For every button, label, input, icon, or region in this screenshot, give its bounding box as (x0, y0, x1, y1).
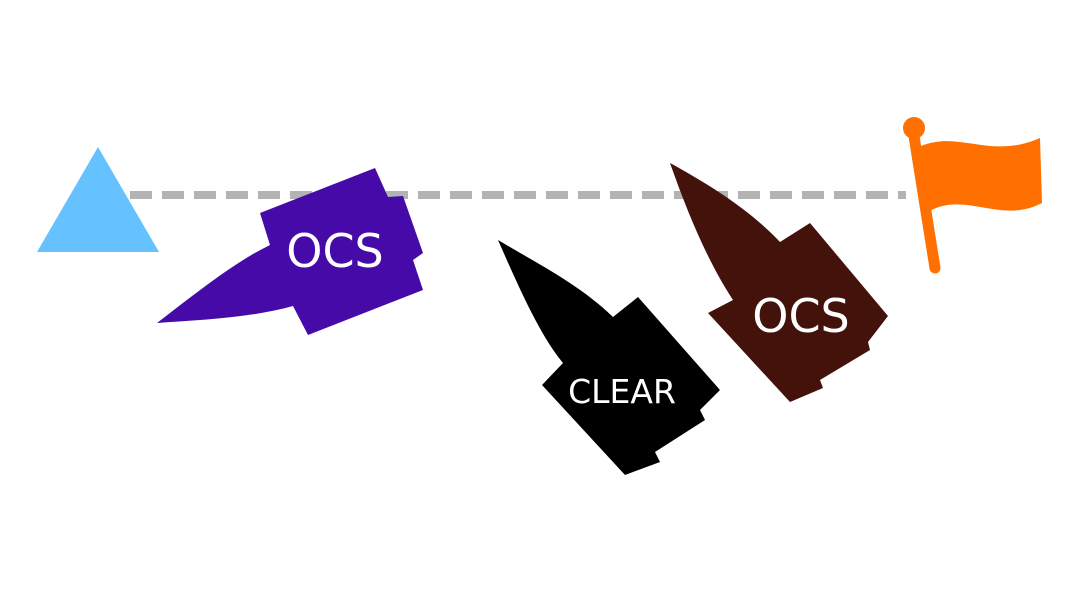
boat-ocs-2: OCS (670, 163, 888, 402)
committee-flag-icon (903, 117, 1042, 274)
pin-mark-triangle-icon (37, 147, 159, 252)
boat-ocs-1: OCS (157, 168, 423, 335)
boat-clear: CLEAR (498, 240, 720, 475)
boat-status-label: OCS (286, 224, 384, 278)
boat-status-label: OCS (752, 289, 850, 343)
boat-status-label: CLEAR (568, 372, 676, 411)
